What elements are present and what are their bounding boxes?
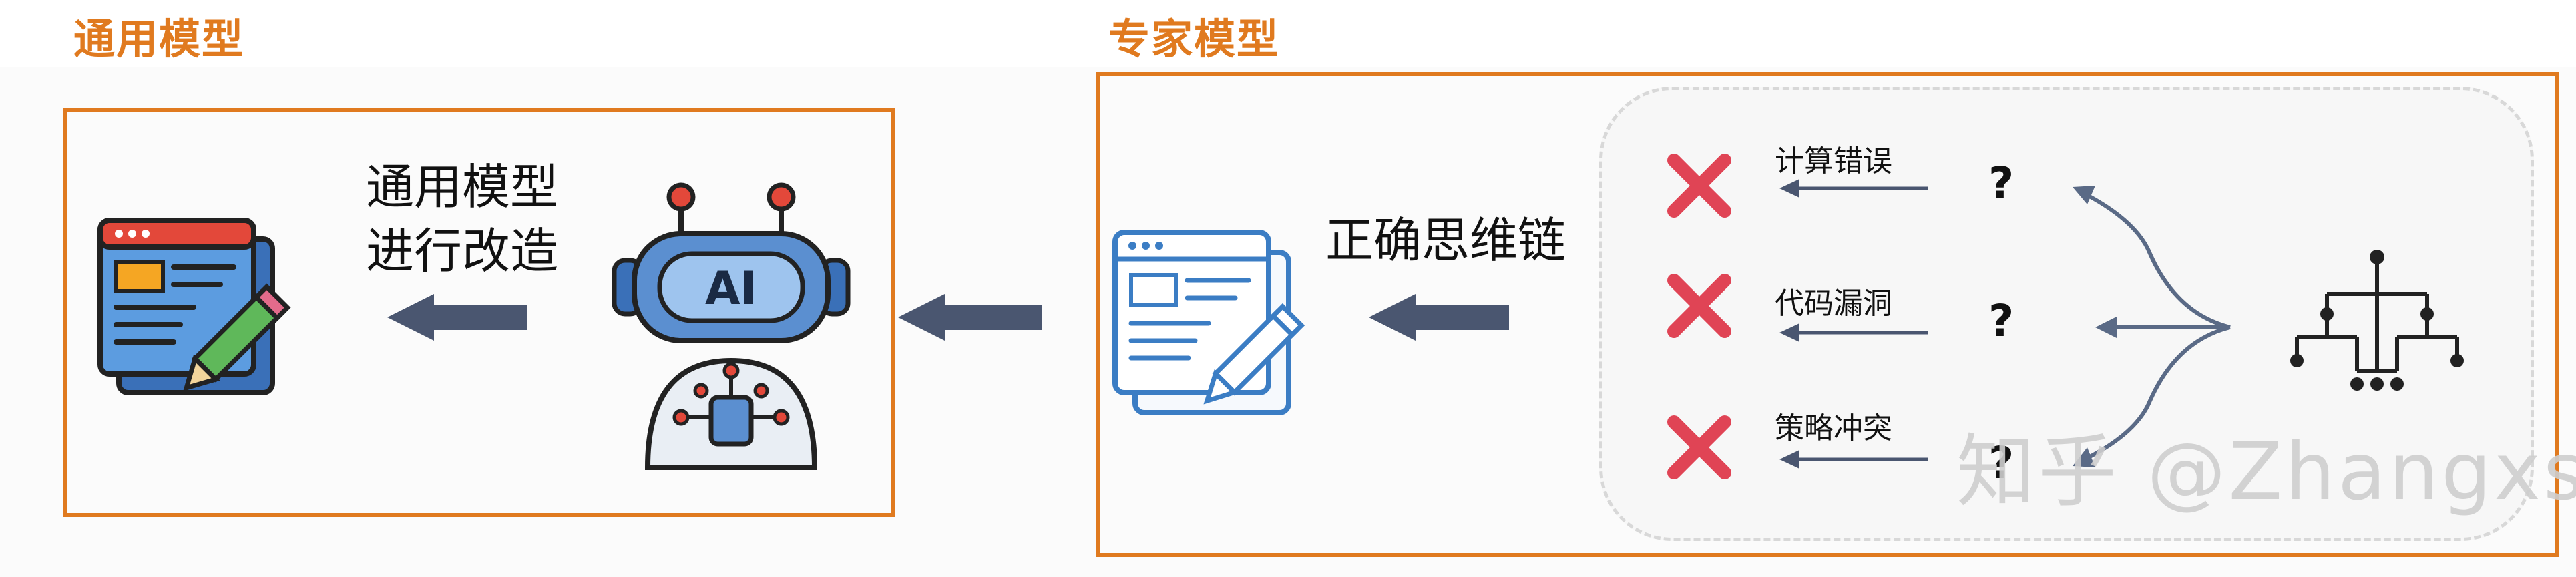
between-arrow-icon bbox=[898, 294, 1042, 341]
document-pencil-icon bbox=[97, 218, 291, 395]
expert-model-title: 专家模型 bbox=[1108, 15, 1280, 63]
thin-arrow-icon bbox=[1779, 450, 1928, 469]
error-x-icon bbox=[1667, 415, 1731, 479]
correct-chain-label: 正确思维链 bbox=[1325, 212, 1566, 268]
robot-ai-text: AI bbox=[705, 262, 757, 315]
error-x-icon bbox=[1667, 274, 1731, 338]
error-x-icon bbox=[1667, 154, 1731, 218]
question-mark-1: ? bbox=[1988, 158, 2014, 209]
decision-tree-icon bbox=[2290, 250, 2464, 391]
error-label-strategy-conflict: 策略冲突 bbox=[1775, 411, 1892, 445]
question-mark-3: ? bbox=[1988, 437, 2014, 489]
watermark: 知乎 @Zhangxs bbox=[1956, 425, 2576, 518]
error-label-calculation: 计算错误 bbox=[1775, 144, 1892, 178]
thin-arrow-icon bbox=[1779, 323, 1928, 342]
document-outline-pencil-icon bbox=[1112, 230, 1305, 415]
general-step-label-line1: 通用模型 bbox=[366, 159, 559, 215]
error-label-code-bug: 代码漏洞 bbox=[1775, 286, 1892, 321]
question-mark-2: ? bbox=[1988, 295, 2014, 347]
curved-arrows-icon bbox=[2073, 186, 2231, 467]
ai-robot-icon: AI bbox=[612, 182, 851, 470]
chain-arrow-icon bbox=[1369, 294, 1509, 341]
thin-arrow-icon bbox=[1779, 179, 1928, 198]
left-arrow-icon bbox=[387, 294, 527, 341]
general-step-label-line2: 进行改造 bbox=[366, 223, 559, 279]
general-model-title: 通用模型 bbox=[73, 15, 245, 63]
